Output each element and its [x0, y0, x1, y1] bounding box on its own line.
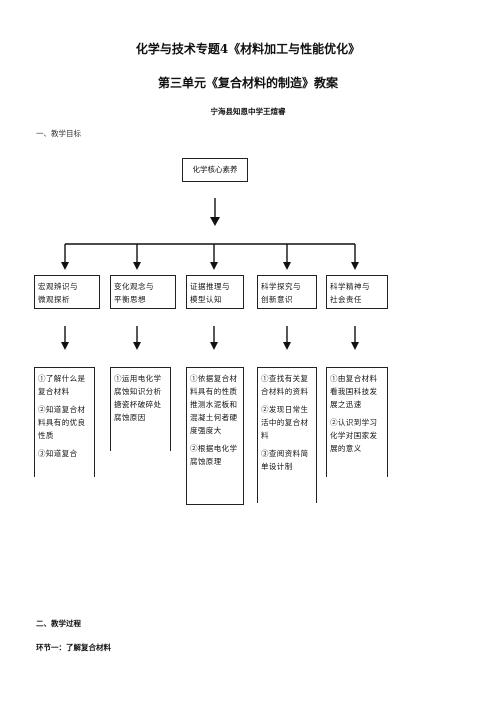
category-label-line1: 变化观念与	[114, 282, 154, 291]
category-label-line1: 科学探究与	[261, 282, 301, 291]
detail-item: ②知道复合材料具有的优良性质	[38, 405, 86, 440]
category-box-inquiry-innovation: 科学探究与 创新意识	[257, 275, 317, 309]
detail-box-spirit-responsibility: ①由复合材料看我国科技发展之迅速 ②认识到学习化学对国家发展的意义	[326, 367, 388, 477]
detail-item: ②根据电化学腐蚀原理	[190, 444, 238, 466]
detail-item: ①依据复合材料具有的性质推测水泥板和混凝土何者硬度强度大	[190, 374, 238, 435]
category-label-line2: 微观探析	[38, 295, 70, 304]
step-heading-1: 环节一：了解复合材料	[36, 643, 111, 652]
document-title: 化学与技术专题4《材料加工与性能优化》	[135, 42, 361, 56]
category-label-line1: 宏观辨识与	[38, 282, 78, 291]
detail-item: ②发现日常生活中的复合材料	[261, 405, 309, 440]
category-label-line2: 模型认知	[190, 295, 222, 304]
author-line: 宁海县知恩中学王煊睿	[210, 107, 286, 116]
detail-item: ①查找有关复合材料的资料	[261, 374, 309, 396]
detail-box-change-equilibrium: ①运用电化学腐蚀知识分析搪瓷杯破碎处腐蚀原因	[110, 367, 171, 451]
category-label-line2: 创新意识	[261, 295, 293, 304]
detail-item: ②认识到学习化学对国家发展的意义	[330, 418, 378, 453]
section-heading-objectives: 一、教学目标	[36, 129, 81, 138]
detail-box-inquiry-innovation: ①查找有关复合材料的资料 ②发现日常生活中的复合材料 ③查阅资料简单设计制	[257, 367, 317, 503]
category-box-macro-micro: 宏观辨识与 微观探析	[34, 275, 100, 309]
core-competency-box: 化学核心素养	[182, 158, 248, 182]
category-label-line2: 平衡思想	[114, 295, 146, 304]
category-box-change-equilibrium: 变化观念与 平衡思想	[110, 275, 176, 309]
detail-item: ③查阅资料简单设计制	[261, 449, 309, 471]
category-box-spirit-responsibility: 科学精神与 社会责任	[326, 275, 388, 309]
detail-item: ①了解什么是复合材料	[38, 374, 86, 396]
detail-item: ③知道复合	[38, 449, 78, 458]
detail-item: ①运用电化学腐蚀知识分析搪瓷杯破碎处腐蚀原因	[114, 374, 162, 422]
section-heading-process: 二、教学过程	[36, 619, 81, 628]
category-label-line1: 证据推理与	[190, 282, 230, 291]
category-box-evidence-model: 证据推理与 模型认知	[186, 275, 244, 309]
category-label-line1: 科学精神与	[330, 282, 370, 291]
category-label-line2: 社会责任	[330, 295, 362, 304]
detail-item: ①由复合材料看我国科技发展之迅速	[330, 374, 378, 409]
detail-box-evidence-model: ①依据复合材料具有的性质推测水泥板和混凝土何者硬度强度大 ②根据电化学腐蚀原理	[186, 367, 244, 505]
detail-box-macro-micro: ①了解什么是复合材料 ②知道复合材料具有的优良性质 ③知道复合	[34, 367, 95, 477]
document-subtitle: 第三单元《复合材料的制造》教案	[157, 76, 338, 90]
core-competency-label: 化学核心素养	[192, 165, 238, 174]
